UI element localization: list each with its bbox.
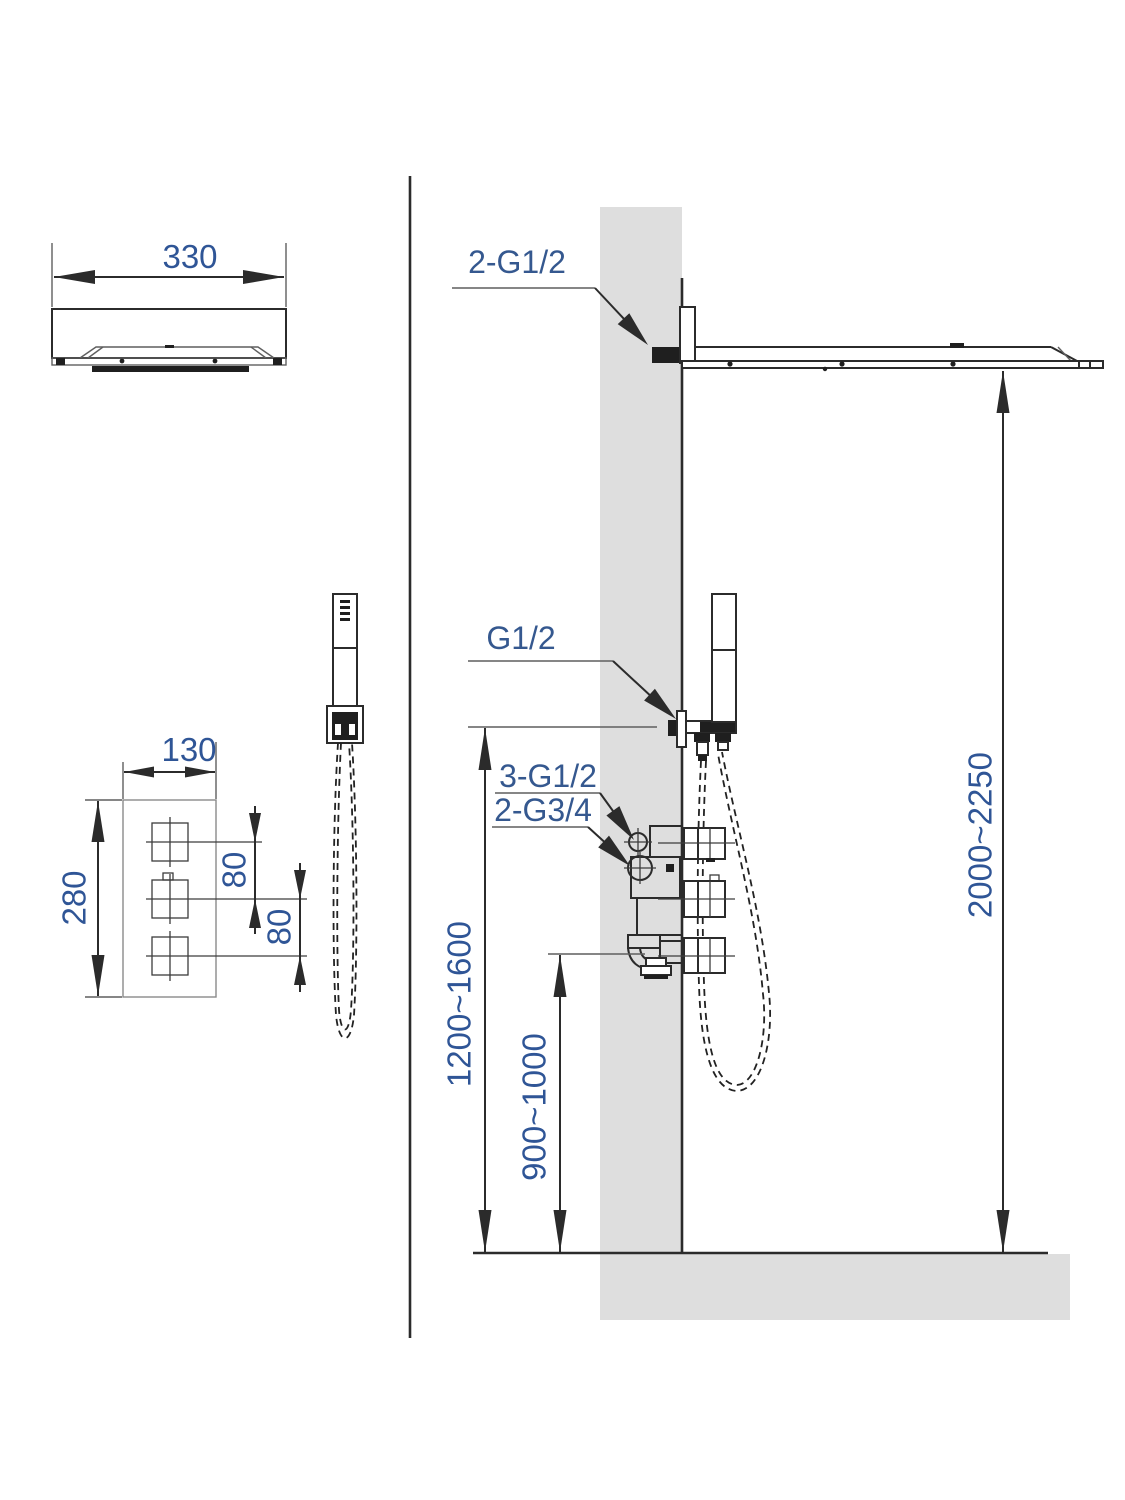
mixer-valve-side <box>624 825 735 979</box>
panel-height-dimension: 280 <box>56 799 122 998</box>
handshower-side <box>668 593 737 761</box>
handshower-connection-text: G1/2 <box>486 620 555 656</box>
overall-height-label: 2000~2250 <box>962 752 999 918</box>
valve-connection-a-text: 3-G1/2 <box>499 758 597 794</box>
handshower-handle <box>711 593 737 723</box>
valve-connection-b-text: 2-G3/4 <box>494 792 592 828</box>
lower-outlet-height-label: 900~1000 <box>516 1033 553 1181</box>
knob-gap-bottom-label: 80 <box>261 909 298 946</box>
overhead-shower-side <box>652 306 1104 372</box>
floor-slab <box>600 1254 1070 1320</box>
showerhead-width-label: 330 <box>162 238 217 275</box>
knob-gap-top-label: 80 <box>216 852 253 889</box>
control-panel-front-view <box>122 799 307 998</box>
ceiling-connector-block <box>652 347 680 363</box>
handshower-wall-plate <box>676 710 687 748</box>
showerhead-front-view <box>51 308 287 372</box>
handshower-front-view <box>326 593 364 1039</box>
shower-arm-bracket <box>679 306 696 364</box>
knob-spacing-dimensions: 80 80 <box>216 806 306 992</box>
hose-side <box>696 751 772 1092</box>
mixer-height-dimension: 1200~1600 <box>441 726 657 1252</box>
handshower-connection-label: G1/2 <box>468 620 676 719</box>
panel-width-dimension: 130 <box>122 731 217 799</box>
handshower-wall-connector <box>668 720 677 736</box>
mixer-height-label: 1200~1600 <box>441 921 478 1087</box>
overall-height-dimension: 2000~2250 <box>962 371 1010 1252</box>
showerhead-width-dimension: 330 <box>51 238 287 307</box>
panel-width-label: 130 <box>161 731 216 768</box>
lower-outlet-height-dimension: 900~1000 <box>516 953 645 1252</box>
hose-front-inner <box>336 742 355 1031</box>
valve-connection-labels: 3-G1/2 2-G3/4 <box>492 758 634 866</box>
ceiling-connection-text: 2-G1/2 <box>468 244 566 280</box>
panel-height-label: 280 <box>56 870 93 925</box>
side-view: 2-G1/2 2000~2250 <box>441 207 1104 1320</box>
ceiling-connection-label: 2-G1/2 <box>452 244 648 345</box>
